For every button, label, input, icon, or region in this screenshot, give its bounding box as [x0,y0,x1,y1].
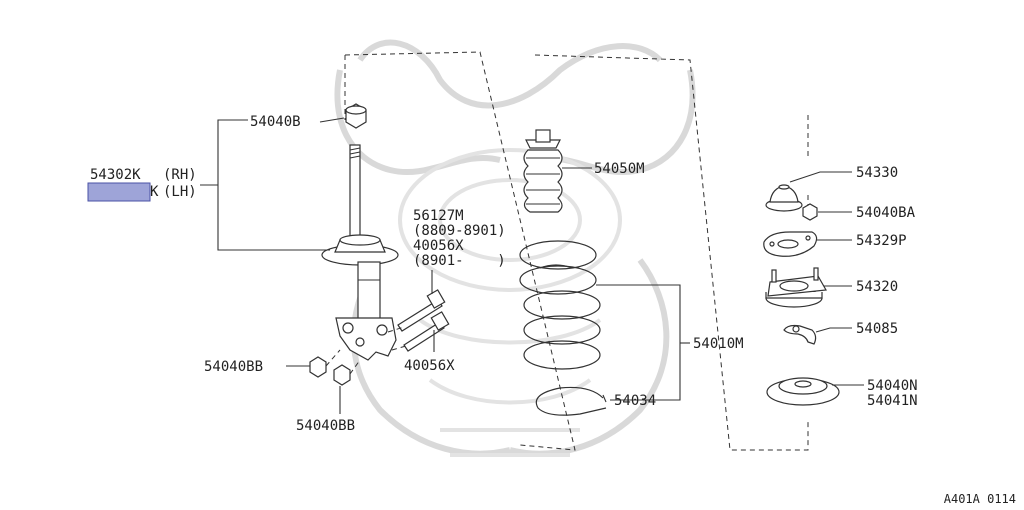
dashed-outline-left [344,51,576,451]
label-mount-nut: 54040BA [856,205,916,221]
label-spring-seat-upper-1: 54040N [867,378,918,394]
label-mount-plate: 54329P [856,233,907,249]
strut-bolts-drawing [387,289,450,352]
label-bolt-lower: 40056X [404,358,455,374]
label-strut-part-no: 54302K [90,167,141,183]
watermark-emblem [334,39,696,457]
mount-insulator-drawing [765,267,827,308]
label-mount-insulator: 54320 [856,279,898,295]
figure-code: A401A 0114 [944,492,1016,506]
coil-spring-drawing [519,240,601,370]
highlight-strut-lh-part-no[interactable] [87,182,151,202]
label-strut-rh: (RH) [163,167,197,183]
dashed-outline-right [534,54,809,451]
spring-seat-drawing [535,386,607,416]
label-bolt-group-line1: 56127M [413,208,464,224]
label-strut-lh-prefix: K [150,184,159,200]
label-coil-spring: 54010M [693,336,744,352]
mount-cap-drawing [765,184,803,212]
spring-seat-upper-drawing [766,377,840,406]
label-bolt-group-line2: (8809-8901) [413,223,506,239]
label-strut-lh: (LH) [163,184,197,200]
bound-bumper-drawing [523,129,563,213]
label-spring-seat-upper-2: 54041N [867,393,918,409]
strut-assembly-drawing [321,103,399,361]
label-bound-bumper: 54050M [594,161,645,177]
label-mount-washer: 54085 [856,321,898,337]
label-spring-seat: 54034 [614,393,656,409]
label-strut-top-nut: 54040B [250,114,301,130]
mount-nut-drawing [802,203,818,221]
mount-washer-drawing [783,324,817,345]
label-bolt-group-line3: 40056X [413,238,464,254]
label-strut-nut-bottom: 54040BB [296,418,355,434]
label-bolt-group-line4: (8901- ) [413,253,506,269]
strut-nuts-drawing [309,349,361,386]
label-mount-cap: 54330 [856,165,898,181]
leader-lines [200,117,864,414]
mount-plate-drawing [763,231,818,257]
label-strut-nut-side: 54040BB [204,359,263,375]
